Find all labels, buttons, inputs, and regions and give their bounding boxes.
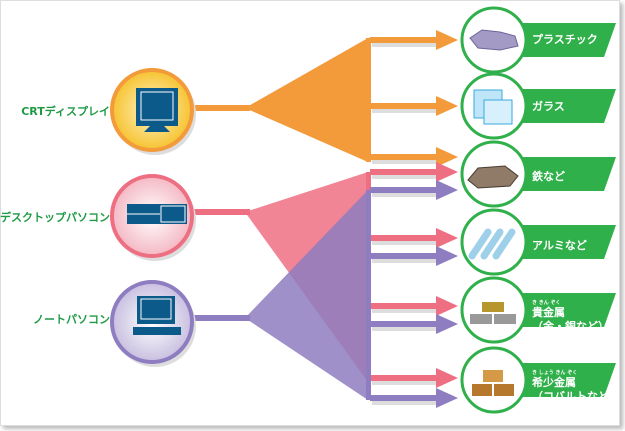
material-banner	[510, 157, 616, 191]
fan-bar	[366, 190, 371, 400]
crt-screen	[140, 91, 174, 121]
connector-line	[190, 105, 250, 111]
arrow-shadow	[372, 327, 442, 331]
rare-metal-icon	[472, 384, 492, 396]
glass-pane	[483, 99, 513, 125]
gold-bar	[482, 302, 504, 312]
material-name: 希少金属	[532, 376, 576, 389]
arrow-shaft	[370, 235, 438, 241]
arrow-shaft	[370, 253, 438, 259]
arrow-shadow	[372, 241, 442, 245]
arrow-head	[436, 368, 458, 388]
arrow-head	[436, 314, 458, 334]
material-banner	[510, 293, 616, 327]
arrow-shadow	[372, 401, 442, 405]
arrow-shaft	[370, 187, 438, 193]
arrow-shadow	[372, 381, 442, 385]
arrow-shaft	[370, 169, 438, 175]
material-label-glass: ガラス	[532, 100, 565, 113]
arrow-head	[436, 96, 458, 116]
arrow-shadow	[372, 109, 442, 113]
metal-bar-top	[483, 370, 503, 382]
arrow-shaft	[370, 103, 438, 109]
arrow-shaft	[370, 395, 438, 401]
material-banner	[510, 23, 616, 57]
material-banner	[510, 363, 616, 397]
ruby-text: き きん ぞく	[532, 300, 561, 306]
arrow-shadow	[372, 193, 442, 197]
fan-bar	[366, 38, 371, 162]
arrow-shaft	[370, 154, 438, 160]
notebook-screen	[140, 298, 172, 320]
connector-line	[190, 315, 250, 321]
source-label-crt: CRTディスプレイ	[21, 105, 110, 118]
material-label-iron: 鉄など	[532, 170, 565, 183]
arrow-head	[436, 147, 458, 167]
material-label-rare: き しょう きん ぞく 希少金属 （コバルトなど）	[532, 370, 620, 404]
arrow-shadow	[372, 309, 442, 313]
arrow-head	[436, 162, 458, 182]
fan-shape	[245, 38, 368, 162]
precious-metal-icon	[470, 314, 492, 324]
arrow-head	[436, 388, 458, 408]
arrow-shadow	[372, 175, 442, 179]
arrow-head	[436, 228, 458, 248]
ruby-text: き しょう きん ぞく	[532, 370, 578, 376]
notebook-keyboard	[133, 327, 181, 335]
iron-icon	[467, 165, 519, 189]
connector-line	[190, 209, 250, 215]
material-sub: （金・銀など）	[532, 320, 609, 333]
arrow-head	[436, 180, 458, 200]
aluminum-icon	[492, 228, 516, 260]
material-label-plastic: プラスチック	[532, 33, 598, 46]
aluminum-icon	[468, 228, 492, 260]
arrow-shaft	[370, 321, 438, 327]
material-name: 貴金属	[532, 306, 565, 319]
material-label-precious: き きん ぞく 貴金属 （金・銀など）	[532, 300, 609, 334]
material-sub: （コバルトなど）	[532, 390, 620, 403]
arrow-shadow	[372, 160, 442, 164]
arrow-shaft	[370, 375, 438, 381]
arrow-shadow	[372, 43, 442, 47]
material-banner	[510, 89, 616, 123]
source-label-notebook: ノートパソコン	[33, 313, 110, 326]
arrow-shaft	[370, 303, 438, 309]
notebook-pc-icon	[137, 296, 175, 324]
arrow-head	[436, 296, 458, 316]
metal-bar	[494, 384, 514, 396]
silver-bar	[494, 314, 516, 324]
plastic-icon	[469, 29, 519, 51]
fan-shape	[245, 190, 368, 400]
material-banner	[510, 225, 616, 259]
desktop-drive	[160, 205, 186, 223]
arrow-shadow	[372, 259, 442, 263]
material-label-aluminum: アルミなど	[532, 239, 587, 252]
crt-stand	[144, 126, 170, 132]
aluminum-icon	[480, 228, 504, 260]
source-label-desktop: デスクトップパソコン	[0, 211, 110, 224]
arrow-shaft	[370, 37, 438, 43]
arrow-head	[436, 246, 458, 266]
arrow-head	[436, 30, 458, 50]
